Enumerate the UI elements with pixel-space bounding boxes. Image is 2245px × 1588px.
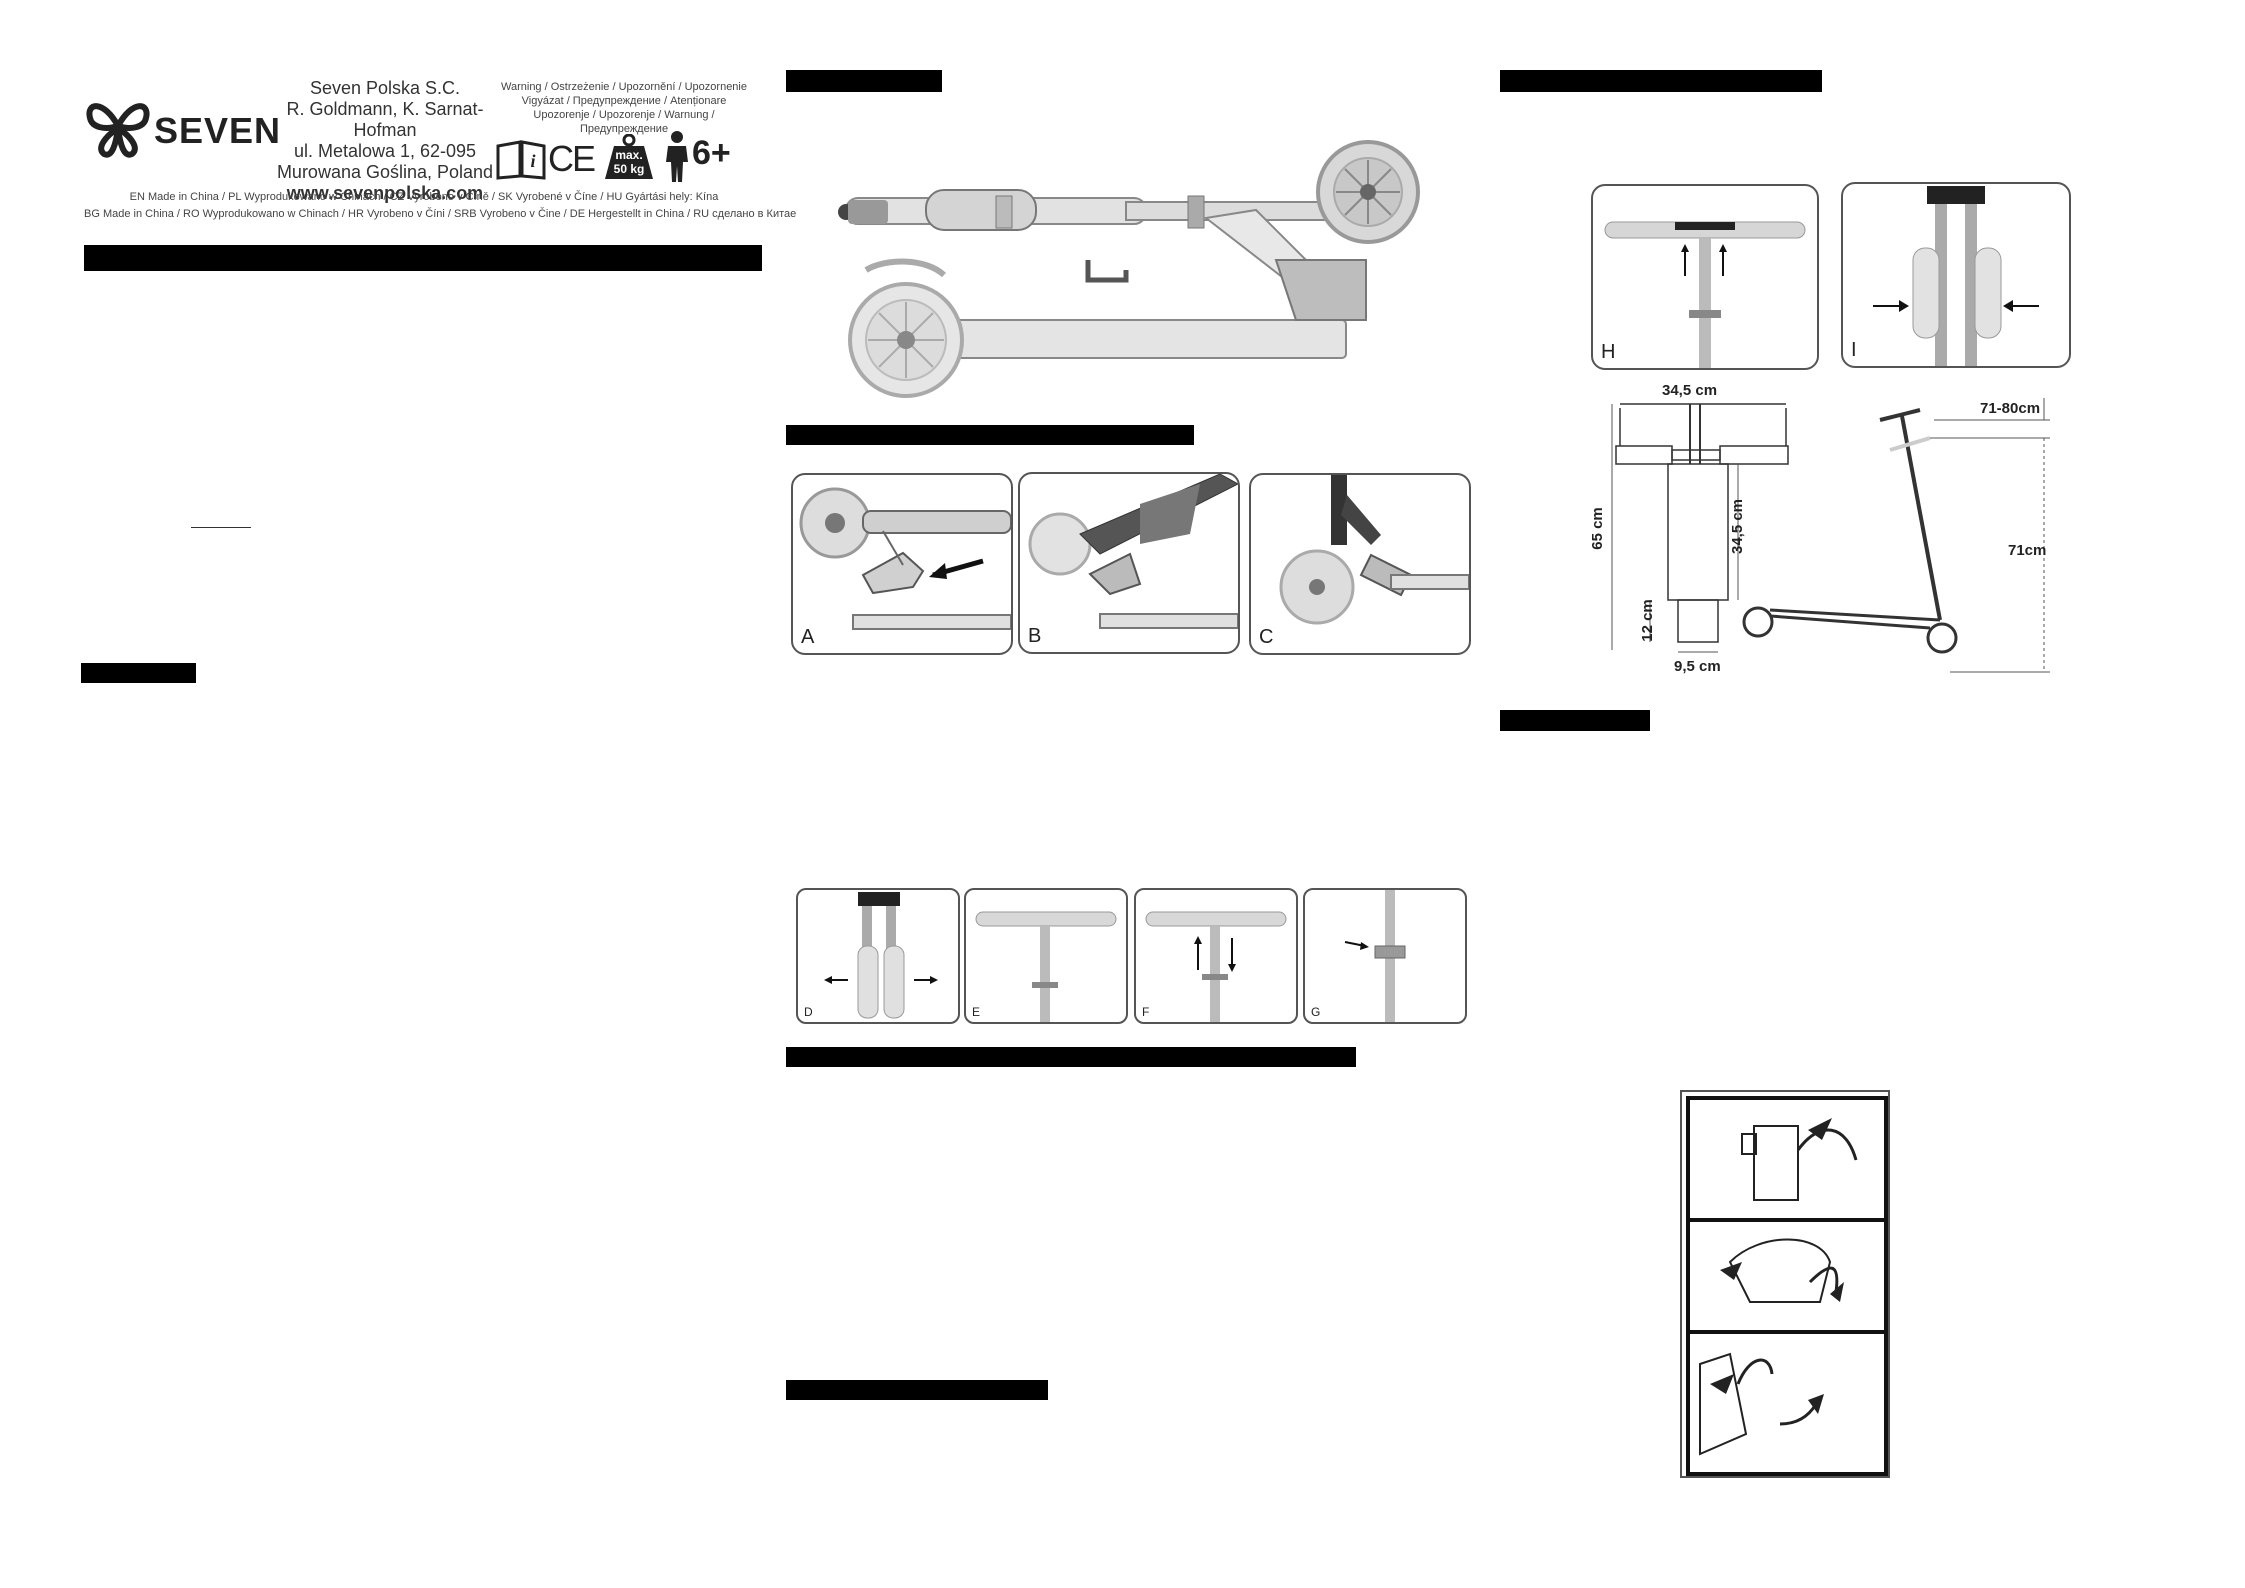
- svg-text:i: i: [530, 151, 535, 171]
- max-load-icon: max. 50 kg: [604, 134, 654, 180]
- redaction-bar: [786, 1047, 1356, 1067]
- dim-grip-height: 12 cm: [1638, 599, 1656, 642]
- figure-label: D: [804, 1005, 813, 1019]
- read-manual-icon: i: [496, 140, 546, 180]
- butterfly-logo-icon: [86, 103, 150, 158]
- dim-grip-width: 9,5 cm: [1674, 658, 1721, 675]
- dimension-drawing: 34,5 cm 65 cm 34,5 cm 12 cm 9,5 cm 71-80…: [1588, 380, 2070, 680]
- scooter-folded-image: [826, 140, 1448, 408]
- dim-adjust-range: 71-80cm: [1980, 400, 2041, 417]
- dim-total-height: 65 cm: [1588, 507, 1606, 550]
- figure-d: D: [796, 888, 960, 1024]
- company-name: Seven Polska S.C.: [309, 78, 461, 98]
- figure-label: C: [1259, 626, 1274, 648]
- logo-text: SEVEN: [154, 110, 282, 151]
- figure-label: E: [972, 1005, 981, 1019]
- origin-line-2: BG Made in China / RO Wyprodukowano w Ch…: [84, 208, 797, 220]
- company-website: www.sevenpolska.com: [286, 183, 484, 203]
- dim-min-height: 71cm: [2008, 542, 2047, 559]
- fold-instructions-box: [1680, 1090, 1890, 1478]
- warning-text: Warning / Ostrzeżenie / Upozornění / Upo…: [501, 81, 747, 135]
- redaction-bar: [84, 245, 762, 271]
- company-owners: R. Goldmann, K. Sarnat-Hofman: [286, 99, 484, 140]
- redaction-bar: [786, 70, 942, 92]
- figure-g: G: [1303, 888, 1467, 1024]
- figure-c: C: [1249, 473, 1471, 655]
- child-icon: [666, 131, 688, 182]
- figure-label: B: [1028, 625, 1042, 647]
- redaction-bar: [81, 663, 196, 683]
- seven-logo: SEVEN: [84, 92, 284, 162]
- redaction-bar: [786, 1380, 1048, 1400]
- dim-stem-height: 34,5 cm: [1729, 498, 1747, 555]
- figure-b: B: [1018, 472, 1240, 654]
- underline-mark: [191, 527, 251, 528]
- figure-label: A: [801, 626, 815, 648]
- dim-handle-width: 34,5 cm: [1662, 382, 1718, 399]
- company-street: ul. Metalowa 1, 62-095: [293, 141, 477, 161]
- redaction-bar: [1500, 70, 1822, 92]
- figure-label: G: [1311, 1005, 1321, 1019]
- figure-label: H: [1601, 341, 1616, 363]
- company-address: Seven Polska S.C. R. Goldmann, K. Sarnat…: [270, 78, 500, 204]
- safety-icons: i CE max. 50 kg 6+: [496, 128, 786, 184]
- redaction-bar: [786, 425, 1194, 445]
- figure-label: I: [1851, 339, 1857, 361]
- fold-step-3: [1690, 1334, 1884, 1472]
- age-label: 6+: [692, 134, 731, 172]
- fold-step-1: [1690, 1100, 1884, 1222]
- figure-e: E: [964, 888, 1128, 1024]
- fold-step-2: [1690, 1222, 1884, 1334]
- figure-f: F: [1134, 888, 1298, 1024]
- origin-line-1: EN Made in China / PL Wyprodukowano w Ch…: [129, 191, 719, 203]
- figure-h: H: [1591, 184, 1819, 370]
- figure-a: A: [791, 473, 1013, 655]
- redaction-bar: [1500, 710, 1650, 731]
- ce-mark: CE: [548, 138, 596, 179]
- company-city: Murowana Goślina, Poland: [276, 162, 494, 182]
- figure-label: F: [1142, 1005, 1150, 1019]
- figure-i: I: [1841, 182, 2071, 368]
